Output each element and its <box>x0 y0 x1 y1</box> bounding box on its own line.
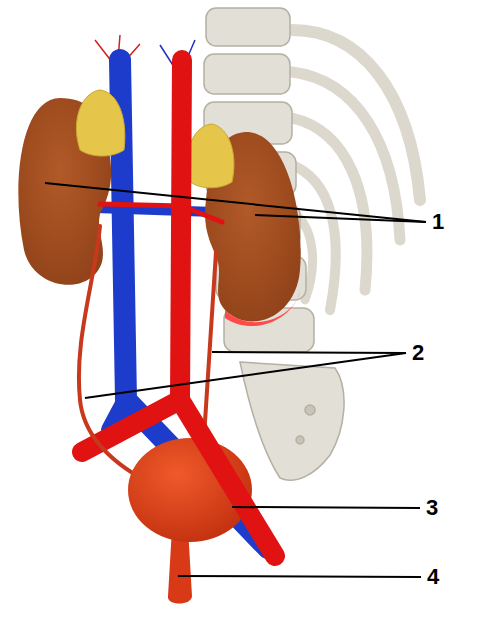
leader-line <box>85 353 406 398</box>
callout-number: 1 <box>432 211 444 233</box>
vertebra <box>206 8 290 46</box>
callout-number: 4 <box>427 566 439 588</box>
sacrum <box>240 362 344 480</box>
adrenal-gland <box>76 90 125 156</box>
leader-line <box>45 183 426 222</box>
leader-line <box>212 352 406 353</box>
aorta <box>82 60 222 452</box>
leader-line <box>178 576 421 577</box>
renal-artery <box>100 204 222 222</box>
sacral-foramen <box>296 436 304 444</box>
leader-lines <box>45 183 426 577</box>
ribs <box>290 30 420 310</box>
adrenal-gland <box>187 124 234 188</box>
sacral-foramen <box>305 405 315 415</box>
iliac-artery <box>180 400 275 556</box>
callout-number: 3 <box>426 497 438 519</box>
callout-number: 2 <box>412 342 424 364</box>
leader-line <box>232 507 420 508</box>
spine <box>204 8 344 480</box>
leader-line <box>255 215 426 222</box>
ureter <box>79 226 148 482</box>
kidney-edge <box>225 290 300 326</box>
vertebra <box>204 54 290 94</box>
